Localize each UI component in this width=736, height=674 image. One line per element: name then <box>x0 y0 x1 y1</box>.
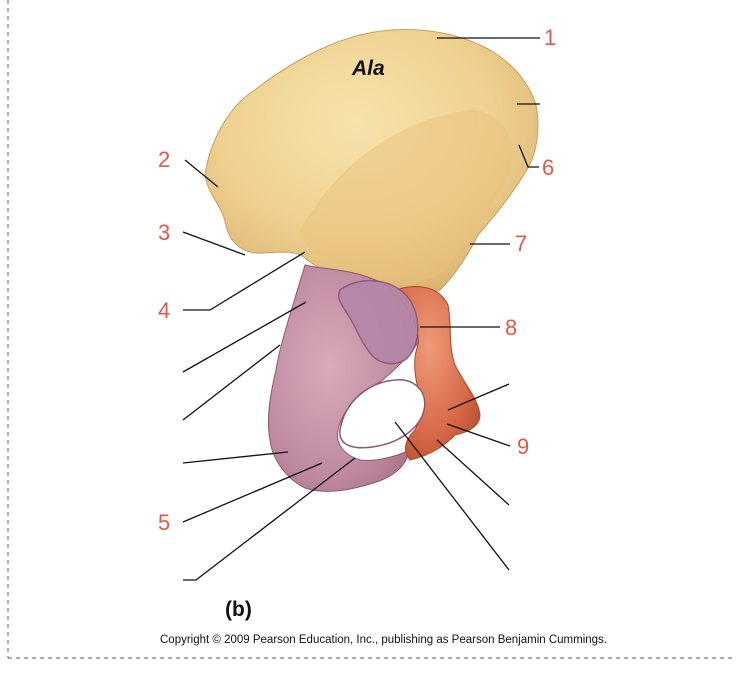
leader-line-left-b <box>182 344 281 421</box>
leader-line-right-a <box>447 383 510 411</box>
view-label: (b) <box>225 598 252 621</box>
hip-bone <box>204 29 539 492</box>
label-7: 7 <box>515 231 527 256</box>
frame <box>7 0 736 659</box>
label-3: 3 <box>158 220 170 245</box>
pubis-region <box>394 286 481 461</box>
leader-lines <box>182 37 540 581</box>
label-1: 1 <box>544 25 556 50</box>
obturator-foramen <box>339 379 426 449</box>
leader-line-3 <box>182 231 246 256</box>
region-label-ala: Ala <box>351 57 385 80</box>
label-6: 6 <box>542 155 554 180</box>
label-2: 2 <box>158 147 170 172</box>
label-9: 9 <box>517 434 529 459</box>
leader-line-5 <box>182 462 323 523</box>
leader-line-6 <box>518 144 539 168</box>
label-5: 5 <box>158 510 170 535</box>
leader-line-right-b <box>436 439 510 506</box>
label-8: 8 <box>505 315 517 340</box>
numbered-labels: 1 2 3 4 5 6 7 8 9 <box>158 25 556 535</box>
leader-line-4 <box>183 251 306 311</box>
leader-line-left-bottom <box>183 457 356 581</box>
leader-line-9 <box>446 423 511 447</box>
ilium-shading <box>300 110 513 284</box>
acetabulum <box>337 279 419 365</box>
leader-line-left-c <box>182 451 289 464</box>
copyright-notice: Copyright © 2009 Pearson Education, Inc.… <box>160 634 607 646</box>
leader-line-2 <box>184 159 219 188</box>
leader-line-right-bottom <box>394 421 510 571</box>
label-4: 4 <box>158 298 170 323</box>
leader-line-left-a <box>182 301 307 373</box>
ilium-region <box>204 29 539 296</box>
